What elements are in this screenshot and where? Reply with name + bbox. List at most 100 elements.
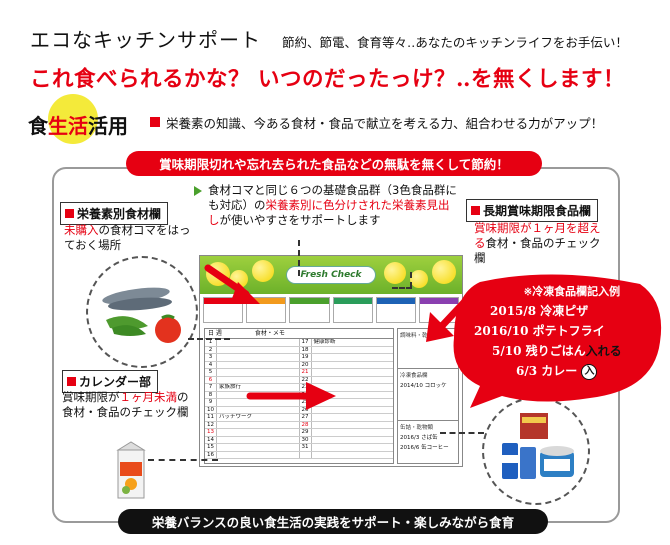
fish-vegetable-icon [102, 287, 181, 343]
frozen-label: 冷凍食品欄 [400, 373, 428, 379]
yellow-highlight-circle [48, 94, 98, 144]
lemon-icon [252, 260, 274, 282]
tagline: 節約、節電、食育等々‥あなたのキッチンライフをお手伝い！ [282, 35, 628, 50]
bubble-title-mark: ※ [523, 287, 533, 298]
canned-label: 缶詰・乾物類 [400, 425, 434, 431]
sheet-header: Fresh Check [200, 256, 462, 294]
calendar-section-tag: カレンダー部 [62, 370, 159, 393]
nutrient-section-desc: 未購入の食材コマをはっておく場所 [64, 223, 194, 253]
grid-header: 日 週 食材・メモ [205, 329, 393, 339]
long-term-section-tag: 長期賞味期限食品欄 [466, 199, 599, 222]
seasoning-block: 調味料・乾物 [398, 329, 458, 369]
note-patchwork: バッチワーク [217, 414, 300, 421]
shokuiku-label-1: 食 [28, 114, 48, 138]
arrow-calendar-icon [246, 382, 336, 410]
bubble-line-2: 2016/10 ポテトフライ [474, 324, 605, 338]
connector-line [148, 459, 218, 461]
calendar-section-desc: 賞味期限が１ヶ月未満の食材・食品のチェック欄 [62, 390, 192, 420]
long-term-desc-text: 食材・食品のチェック欄 [474, 236, 601, 265]
shokuiku-description: 栄養素の知識、今ある食材・食品で献立を考える力、組合わせる力がアップ！ [166, 116, 604, 131]
circled-in-icon: 入 [581, 363, 598, 380]
calendar-section-title: カレンダー部 [79, 375, 152, 389]
lemon-icon [410, 270, 428, 288]
long-term-section-title: 長期賞味期限食品欄 [483, 204, 592, 218]
bubble-line-3b: 入れる [585, 344, 622, 358]
connector-line [410, 272, 412, 288]
category-box [246, 297, 287, 323]
packaged-food-icon [502, 413, 574, 479]
note-health: 健康診断 [313, 339, 336, 345]
category-box [289, 297, 330, 323]
center-desc-3: が使いやすさをサポートします [219, 213, 381, 227]
products-illustration-circle [482, 397, 590, 505]
center-desc-1: 食材コマと同じ６つの基礎食品群（3色食品群にも対応）の [208, 183, 457, 212]
arrow-nutrient-icon [204, 264, 260, 304]
shokuiku-label: 食生活活用 [28, 110, 128, 139]
bubble-line-1: 2015/8 冷凍ピザ [490, 304, 589, 318]
grid-head-memo: 食材・メモ [254, 330, 285, 337]
bottom-banner: 栄養バランスの良い食生活の実践をサポート・楽しみながら食育 [118, 509, 548, 534]
shokuiku-label-3: 活用 [88, 114, 128, 138]
canned-item-2: 2016/6 缶コーヒー [400, 445, 449, 451]
red-square-bullet-icon [150, 117, 160, 127]
seasoning-label: 調味料・乾物 [400, 333, 434, 339]
nutrient-section-title: 栄養素別食材欄 [77, 207, 162, 221]
frozen-food-example-bubble [453, 274, 662, 408]
nutrient-desc-text: の食材コマをはっておく場所 [64, 223, 191, 252]
shokuiku-label-2: 生活 [48, 114, 88, 138]
note-trip: 家族旅行 [217, 384, 300, 391]
headline: これ食べられるかな？ いつのだったっけ？‥を無くします！ [30, 67, 625, 92]
red-square-icon [67, 377, 76, 386]
sheet-right-panel: 調味料・乾物 冷凍食品欄 2014/10 コロッケ 缶詰・乾物類 2016/3 … [397, 328, 459, 464]
top-banner: 賞味期限切れや忘れ去られた食品などの無駄を無くして節約！ [126, 151, 542, 176]
category-box [332, 297, 373, 323]
juice-carton-icon [116, 441, 146, 499]
connector-line [188, 338, 230, 340]
frozen-block: 冷凍食品欄 2014/10 コロッケ [398, 369, 458, 421]
category-box [375, 297, 416, 323]
lemon-icon [432, 260, 456, 284]
nutrient-desc-highlight: 未購入 [64, 223, 99, 237]
nutrient-categories [200, 294, 462, 326]
canned-block: 缶詰・乾物類 2016/3 さば缶 2016/6 缶コーヒー [398, 421, 458, 463]
bubble-title: ※冷凍食品欄記入例 [492, 283, 652, 299]
bubble-line-3a: 5/10 残りごはん [492, 344, 586, 358]
lemon-icon [384, 262, 406, 284]
red-square-icon [65, 209, 74, 218]
red-square-icon [471, 206, 480, 215]
grid-row: 16 [205, 451, 393, 459]
long-term-section-desc: 賞味期限が１ヶ月を超える食材・食品のチェック欄 [474, 221, 604, 266]
calendar-desc-1: 賞味期限が [62, 390, 120, 404]
bubble-line-4-text: 6/3 カレー [516, 364, 578, 378]
calendar-desc-3: の食材・食品のチェック欄 [62, 390, 189, 419]
app-title: エコなキッチンサポート [30, 28, 261, 52]
food-illustration-circle [86, 256, 198, 368]
connector-line [440, 432, 484, 434]
category-box [203, 297, 244, 323]
bubble-line-4: 6/3 カレー 入 [516, 362, 652, 380]
canned-item-1: 2016/3 さば缶 [400, 435, 438, 441]
bubble-title-text: 冷凍食品欄記入例 [532, 285, 621, 298]
frozen-item: 2014/10 コロッケ [400, 383, 447, 389]
nutrient-section-tag: 栄養素別食材欄 [60, 202, 169, 225]
fresh-check-logo: Fresh Check [286, 266, 376, 284]
green-triangle-icon [194, 186, 202, 196]
bubble-line-3: 5/10 残りごはん入れる [492, 342, 652, 359]
connector-line [392, 287, 412, 289]
grid-head-day: 日 週 [208, 330, 222, 337]
bubble-content: ※冷凍食品欄記入例 2015/8 冷凍ピザ 2016/10 ポテトフライ 5/1… [472, 283, 652, 380]
center-description: 食材コマと同じ６つの基礎食品群（3色食品群にも対応）の栄養素別に色分けされた栄養… [208, 183, 460, 228]
connector-line [298, 240, 300, 276]
